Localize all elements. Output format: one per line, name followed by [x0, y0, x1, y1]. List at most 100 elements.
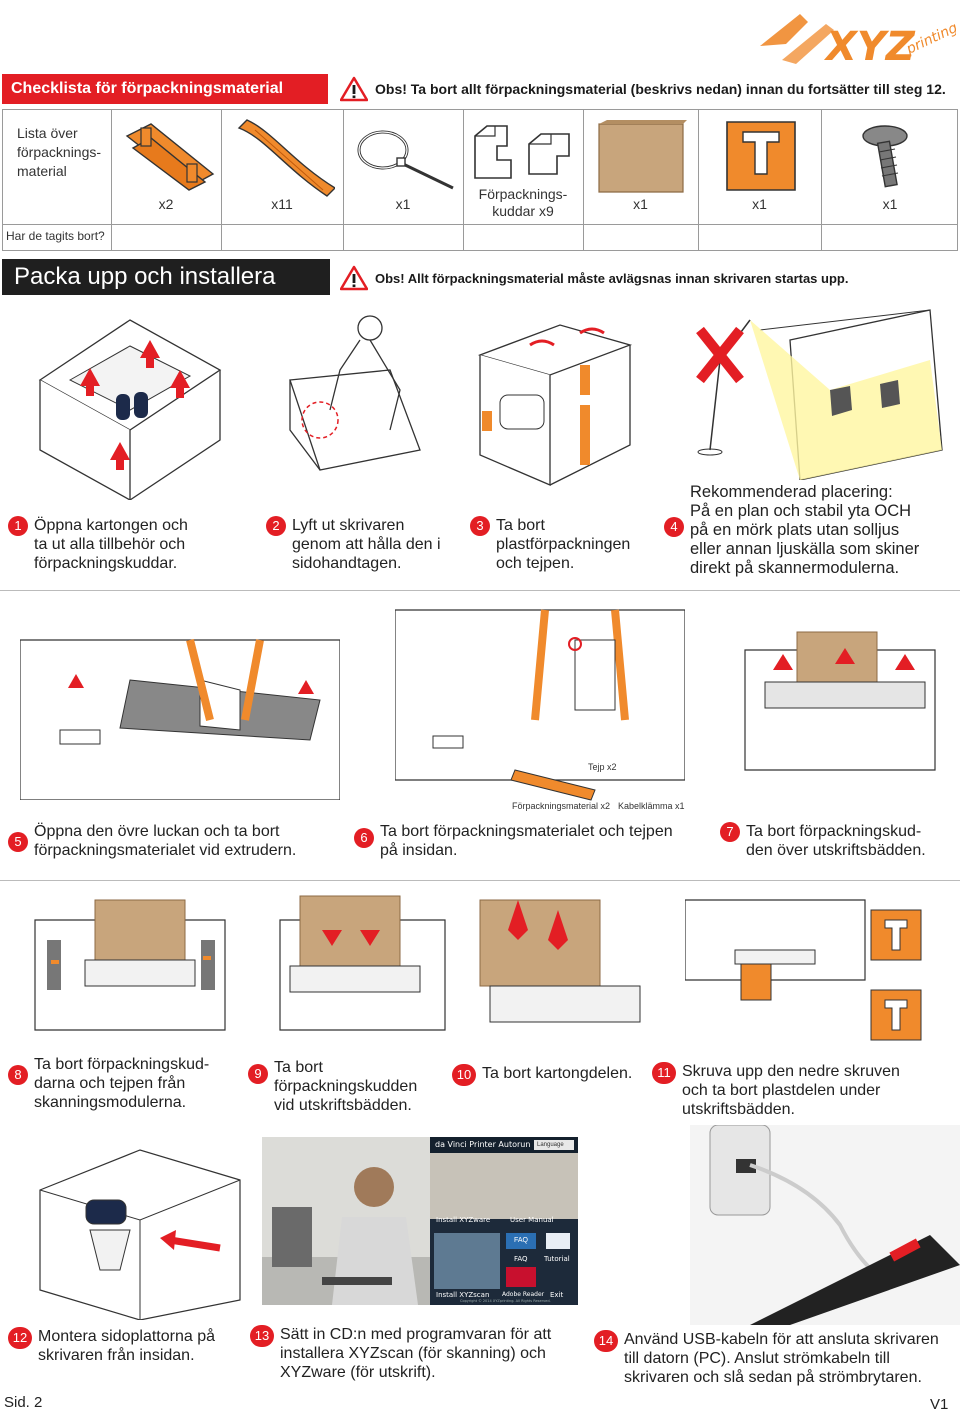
- adobe-reader-icon: [506, 1267, 536, 1287]
- step-2: 2 Lyft ut skrivaren genom att hålla den …: [266, 516, 441, 573]
- faq-icon: FAQ: [506, 1233, 536, 1249]
- step-number: 14: [594, 1330, 618, 1352]
- foam-cushion-icon: [474, 125, 570, 179]
- step-number: 12: [8, 1327, 32, 1349]
- cardboard-icon: [598, 120, 687, 193]
- tape-label: Tejp x2: [588, 762, 617, 772]
- checklist-warning: Obs! Ta bort allt förpackningsmaterial (…: [340, 73, 946, 105]
- xyzprinting-logo: XYZ printing: [760, 14, 956, 70]
- user-manual-button[interactable]: User Manual: [510, 1216, 554, 1224]
- step-number: 11: [652, 1062, 676, 1084]
- copyright-text: Copyright © 2014 XYZprinting. All Rights…: [460, 1299, 551, 1303]
- step-number: 8: [8, 1065, 28, 1085]
- install-xyzscan-button[interactable]: Install XYZscan: [436, 1291, 490, 1299]
- step-text: Ta bort plastförpackningen och tejpen.: [496, 517, 631, 572]
- row-label-removed: Har de tagits bort?: [6, 229, 105, 243]
- step-7: 7 Ta bort förpackningskud- den över utsk…: [720, 822, 926, 860]
- step-number: 10: [452, 1064, 476, 1086]
- svg-text:XYZ: XYZ: [823, 24, 916, 70]
- step-text: Lyft ut skrivaren genom att hålla den i …: [292, 517, 441, 572]
- placement-illustration: [696, 309, 943, 480]
- step-text: Ta bort förpackningskud- darna och tejpe…: [34, 1056, 210, 1111]
- step-text: Använd USB-kabeln för att ansluta skriva…: [624, 1331, 939, 1386]
- step-14: 14 Använd USB-kabeln för att ansluta skr…: [594, 1330, 939, 1387]
- step-number: 3: [470, 516, 490, 536]
- xyzscan-thumb: [434, 1233, 500, 1289]
- step-11: 11 Skruva upp den nedre skruven och ta b…: [652, 1062, 900, 1119]
- unscrew-holder-illustration: [685, 899, 922, 1041]
- step-3: 3 Ta bort plastförpackningen och tejpen.: [470, 516, 630, 573]
- step-text: Öppna den övre luckan och ta bort förpac…: [34, 823, 297, 859]
- step-text: Sätt in CD:n med programvaran för att in…: [280, 1326, 552, 1381]
- step-5: 5 Öppna den övre luckan och ta bort förp…: [8, 822, 296, 860]
- orange-bracket-icon: [125, 123, 215, 191]
- unpack-title: Packa upp och installera: [2, 259, 330, 295]
- checklist-warning-text: Obs! Ta bort allt förpackningsmaterial (…: [375, 81, 946, 97]
- step-text: Ta bort kartongdelen.: [482, 1065, 633, 1082]
- extruder-illustration: [20, 639, 340, 800]
- adobe-reader-button[interactable]: Adobe Reader: [502, 1291, 545, 1298]
- step-number: 5: [8, 832, 28, 852]
- language-select[interactable]: Language: [534, 1140, 574, 1150]
- step-number: 7: [720, 822, 740, 842]
- screw-icon: [862, 125, 908, 188]
- unpack-warning: Obs! Allt förpackningsmaterial måste avl…: [340, 262, 848, 294]
- side-plates-illustration: [39, 1149, 241, 1320]
- step-number: 4: [664, 517, 684, 537]
- orange-tape-icon: [237, 119, 335, 197]
- cable-tie-label: Kabelklämma x1: [618, 801, 685, 811]
- step-4: 4 Rekommenderad placering: På en plan oc…: [664, 483, 919, 578]
- unpack-warning-text: Obs! Allt förpackningsmaterial måste avl…: [375, 270, 849, 286]
- remove-cushion-bed-illustration: [744, 631, 936, 771]
- page-number: Sid. 2: [4, 1394, 43, 1411]
- step-text: Ta bort förpackningsmaterialet och tejpe…: [380, 823, 673, 859]
- step-13: 13 Sätt in CD:n med programvaran för att…: [250, 1325, 551, 1382]
- warning-icon: [340, 76, 368, 102]
- lift-printer-illustration: [289, 315, 421, 471]
- step-number: 13: [250, 1325, 274, 1347]
- item-qty-2: x11: [271, 196, 293, 212]
- item-qty-4: Förpacknings- kuddar x9: [478, 186, 568, 219]
- step-number: 9: [248, 1064, 268, 1084]
- warning-icon: [340, 265, 368, 291]
- checklist-title: Checklista för förpackningsmaterial: [2, 74, 328, 104]
- install-xyzware-button[interactable]: Install XYZware: [436, 1216, 491, 1224]
- item-qty-3: x1: [395, 196, 411, 212]
- step-9: 9 Ta bort förpackningskudden vid utskrif…: [248, 1058, 417, 1115]
- step-text: Skruva upp den nedre skruven och ta bort…: [682, 1063, 900, 1118]
- packing-checklist-table: Lista över förpacknings-material Har de …: [2, 109, 958, 251]
- step-12: 12 Montera sidoplattorna på skrivaren fr…: [8, 1327, 215, 1365]
- exit-button[interactable]: Exit: [550, 1291, 564, 1299]
- version-label: V1: [930, 1396, 949, 1413]
- item-qty-1: x2: [158, 196, 174, 212]
- launcher-banner-photo: [430, 1153, 578, 1219]
- inside-packing-illustration: [395, 609, 685, 801]
- material-label: Förpackningsmaterial x2: [512, 801, 611, 811]
- step-6: 6 Ta bort förpackningsmaterialet och tej…: [354, 822, 673, 860]
- bed-cushion-illustration: [279, 895, 446, 1031]
- remove-plastic-illustration: [477, 324, 633, 486]
- row-divider: [0, 880, 960, 881]
- step-text: Ta bort förpackningskud- den över utskri…: [746, 823, 926, 859]
- plastic-holder-icon: [726, 121, 796, 191]
- step-text: Montera sidoplattorna på skrivaren från …: [38, 1328, 215, 1364]
- item-qty-5: x1: [633, 196, 648, 212]
- item-qty-7: x1: [882, 196, 898, 212]
- row-divider: [0, 590, 960, 591]
- step-number: 1: [8, 516, 28, 536]
- step-number: 2: [266, 516, 286, 536]
- step-10: 10 Ta bort kartongdelen.: [452, 1064, 632, 1086]
- row-label-list: Lista över förpacknings-material: [17, 125, 102, 179]
- step-8: 8 Ta bort förpackningskud- darna och tej…: [8, 1055, 209, 1112]
- faq-button[interactable]: FAQ: [514, 1255, 528, 1263]
- open-box-illustration: [38, 319, 222, 500]
- remove-cardboard-illustration: [479, 899, 641, 1023]
- step-number: 6: [354, 828, 374, 848]
- tutorial-button[interactable]: Tutorial: [544, 1255, 570, 1263]
- step-text: Ta bort förpackningskudden vid utskrifts…: [274, 1059, 418, 1114]
- person-with-printer-photo: [262, 1137, 430, 1305]
- step-text: Rekommenderad placering: På en plan och …: [690, 483, 920, 577]
- scanner-cushions-illustration: [34, 899, 226, 1031]
- autorun-launcher: da Vinci Printer Autorun Language Instal…: [430, 1137, 578, 1305]
- usb-keyboard-photo: [690, 1125, 960, 1325]
